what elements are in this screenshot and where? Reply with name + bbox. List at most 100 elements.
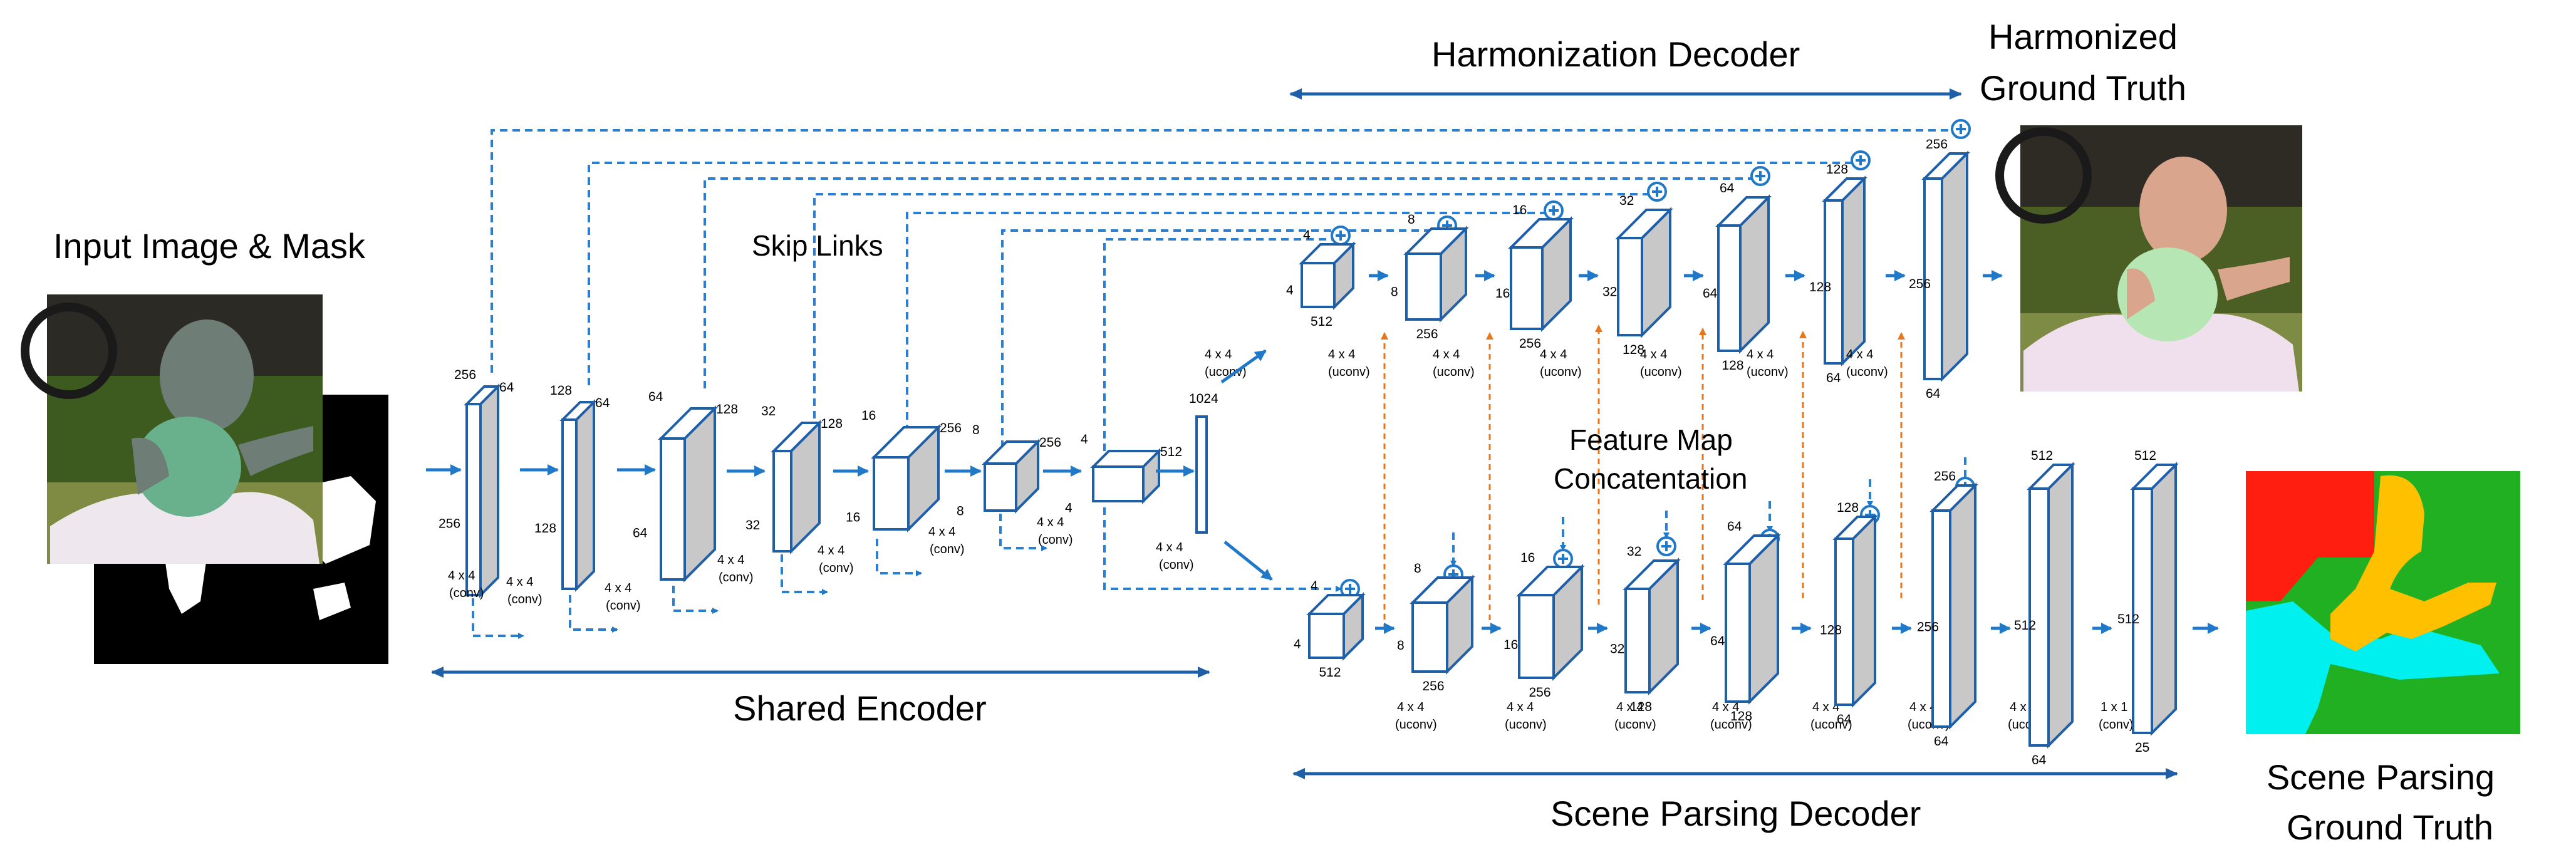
block-dim-left: 32 xyxy=(745,518,760,532)
scene-parsing-gt-label-1: Scene Parsing xyxy=(2267,757,2495,797)
feature-map-label-2: Concatentation xyxy=(1554,462,1747,495)
block-dim-top: 8 xyxy=(1408,212,1415,227)
block-dim-top: 32 xyxy=(761,404,776,418)
plus-icon xyxy=(1750,166,1770,186)
block-dim-left: 4 xyxy=(1286,283,1294,298)
block-dim-bottom: 512 xyxy=(1311,314,1332,329)
block-dim-top: 64 xyxy=(648,390,663,404)
block-dim-bottom: 64 xyxy=(2032,753,2047,767)
block-dim-top: 4 xyxy=(1311,579,1318,593)
block-dim-left: 16 xyxy=(1495,286,1510,301)
op-label-1: 4 x 4 xyxy=(1433,348,1460,361)
block-dim-left: 64 xyxy=(1703,286,1718,301)
block-dim-left: 64 xyxy=(1710,634,1725,648)
block-dim-left: 8 xyxy=(1397,638,1405,653)
block-dim-bottom: 128 xyxy=(1630,700,1652,714)
block-dim-top: 256 xyxy=(1926,137,1948,152)
block-dim-left: 512 xyxy=(2014,618,2036,633)
op-label-2: (conv) xyxy=(449,586,484,600)
op-label-2: (uconv) xyxy=(1540,365,1582,379)
block-dim-top: 128 xyxy=(1826,162,1848,177)
block-dim-left: 128 xyxy=(1820,623,1842,638)
block-dim-top: 16 xyxy=(1520,551,1535,565)
block-dim-left: 256 xyxy=(439,517,460,531)
block-dim-top: 512 xyxy=(2134,449,2156,463)
op-label-2: (uconv) xyxy=(1395,718,1437,732)
op-label-1: 4 x 4 xyxy=(1812,700,1839,714)
block-dim-left: 128 xyxy=(1809,280,1831,294)
block-dim-left: 8 xyxy=(1391,285,1398,299)
scene-parsing-gt-image xyxy=(2246,471,2520,734)
block-dim-left: 4 xyxy=(1294,637,1301,652)
block-dim-top: 16 xyxy=(1512,203,1527,217)
op-label-1: 4 x 4 xyxy=(1205,348,1232,361)
block-dim-top: 4 xyxy=(1303,228,1311,242)
block-dim-left: 8 xyxy=(957,504,964,519)
block-dim-top: 64 xyxy=(1727,519,1742,534)
op-label-2: (uconv) xyxy=(1614,718,1656,732)
op-label-1: 4 x 4 xyxy=(818,544,844,558)
block-dim-right: 512 xyxy=(1160,445,1182,459)
op-label-2: (uconv) xyxy=(1846,365,1888,379)
op-label-1: 4 x 4 xyxy=(448,569,475,583)
block-dim-bottom: 256 xyxy=(1423,679,1445,693)
block-dim-top: 8 xyxy=(1414,561,1421,576)
op-label-1: 4 x 4 xyxy=(928,525,955,539)
block-dim-left: 256 xyxy=(1917,620,1939,635)
span-arrows xyxy=(431,88,2178,779)
plus-icon xyxy=(1951,119,1971,139)
op-label-1: 1 x 1 xyxy=(2101,700,2127,714)
block-dim-left: 128 xyxy=(534,521,556,536)
block-dim-bottom: 25 xyxy=(2135,740,2149,755)
block-dim-right: 64 xyxy=(595,396,610,410)
harmonization-decoder-label: Harmonization Decoder xyxy=(1431,34,1800,74)
block-dim-top: 32 xyxy=(1627,544,1641,559)
plus-icon xyxy=(1553,549,1573,569)
op-label-1: 4 x 4 xyxy=(1747,348,1774,361)
op-label-2: (conv) xyxy=(606,599,641,613)
block-dim-top: 4 xyxy=(1081,432,1088,447)
plus-icon xyxy=(1656,536,1676,556)
plus-icon xyxy=(1544,200,1564,221)
block-dim-top: 16 xyxy=(861,408,876,423)
op-label-2: (conv) xyxy=(2099,718,2134,732)
plus-icon xyxy=(1647,182,1667,202)
block-dim-right: 64 xyxy=(499,380,514,395)
block-dim-bottom: 64 xyxy=(1926,387,1941,401)
block-dim-left: 4 xyxy=(1065,501,1072,516)
op-label-1: 4 x 4 xyxy=(1507,700,1534,714)
scene-parsing-gt-label-2: Ground Truth xyxy=(2287,807,2493,847)
op-label-1: 4 x 4 xyxy=(1540,348,1567,361)
block-dim-bottom: 128 xyxy=(1722,358,1744,373)
scene-parsing-block: 8 8 256 4 x 4 (uconv) xyxy=(1397,561,1547,732)
block-dim-right: 128 xyxy=(716,402,738,417)
op-label-2: (uconv) xyxy=(1328,365,1370,379)
op-label-1: 4 x 4 xyxy=(1712,700,1739,714)
op-label-1: 4 x 4 xyxy=(1037,516,1064,529)
plus-icon xyxy=(1851,150,1871,170)
op-label-1: 4 x 4 xyxy=(506,575,533,589)
op-label-2: (uconv) xyxy=(1710,718,1752,732)
block-dim-top: 32 xyxy=(1619,194,1634,208)
plus-icon xyxy=(1331,226,1351,246)
block-dim-top: 1024 xyxy=(1189,392,1218,406)
block-dim-bottom: 128 xyxy=(1730,709,1752,724)
harmonized-gt-label-1: Harmonized xyxy=(1988,17,2178,56)
op-label-2: (uconv) xyxy=(1433,365,1475,379)
